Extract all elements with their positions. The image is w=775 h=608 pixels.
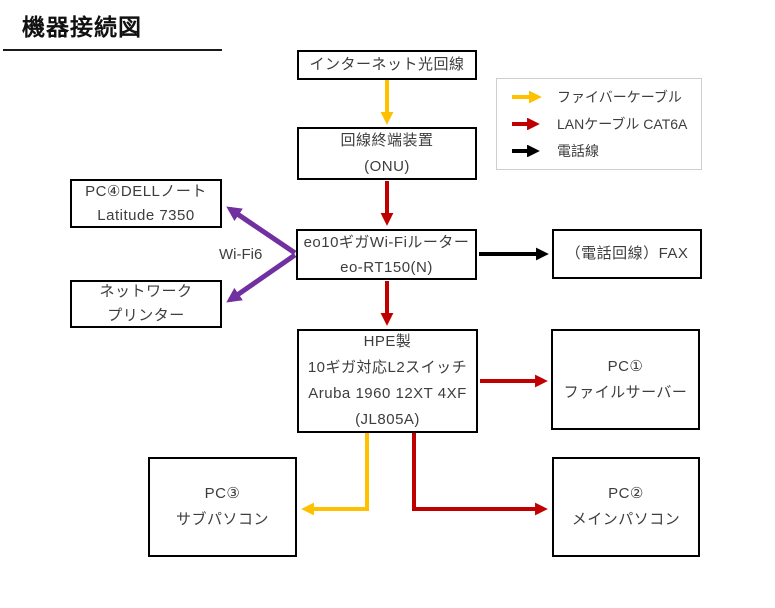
node-network-printer: ネットワーク プリンター xyxy=(70,280,222,328)
page-title: 機器接続図 xyxy=(22,14,142,40)
node-switch-part-number: (JL805A) xyxy=(355,411,420,428)
node-pc3-sublabel: サブパソコン xyxy=(175,511,269,528)
fiber-cable-arrow-icon xyxy=(512,91,542,103)
node-onu-sublabel: (ONU) xyxy=(364,157,410,175)
node-fax-label: （電話回線）FAX xyxy=(565,245,689,262)
node-pc1-sublabel: ファイルサーバー xyxy=(563,383,688,401)
node-switch-model: Aruba 1960 12XT 4XF xyxy=(308,385,467,402)
legend-label: 電話線 xyxy=(557,143,599,159)
node-pc4-label: PC④DELLノート xyxy=(85,182,207,200)
node-onu-label: 回線終端装置 xyxy=(340,131,434,149)
legend-label: LANケーブル CAT6A xyxy=(557,116,688,132)
legend-item-phone-line: 電話線 xyxy=(510,139,701,163)
wifi-arrow-router-to-printer xyxy=(226,252,297,303)
node-router-label: eo10ギガWi-Fiルーター xyxy=(303,233,470,251)
legend-item-fiber-cable: ファイバーケーブル xyxy=(510,85,701,109)
node-pc3-label: PC③ xyxy=(204,485,241,502)
node-router-sublabel: eo-RT150(N) xyxy=(340,258,433,276)
lan-arrow-switch-to-pc2 xyxy=(412,433,548,516)
node-internet-label: インターネット光回線 xyxy=(309,56,465,73)
node-onu: 回線終端装置 (ONU) xyxy=(297,127,477,180)
node-switch-label: HPE製 xyxy=(363,333,412,350)
node-pc3-sub-pc: PC③ サブパソコン xyxy=(148,457,297,557)
phone-line-arrow-icon xyxy=(512,145,540,157)
node-fax: （電話回線）FAX xyxy=(552,229,702,279)
node-printer-sublabel: プリンター xyxy=(107,307,185,324)
wifi-arrow-router-to-pc4 xyxy=(226,206,297,256)
node-pc4-sublabel: Latitude 7350 xyxy=(97,206,195,224)
node-switch-sublabel: 10ギガ対応L2スイッチ xyxy=(307,359,468,376)
node-pc2-label: PC② xyxy=(608,485,644,502)
node-pc1-label: PC① xyxy=(607,357,644,375)
title-underline xyxy=(3,49,222,51)
node-pc2-sublabel: メインパソコン xyxy=(571,511,681,528)
node-pc1-file-server: PC① ファイルサーバー xyxy=(551,329,700,430)
legend-label: ファイバーケーブル xyxy=(557,89,682,105)
node-printer-label: ネットワーク xyxy=(99,283,193,300)
node-pc4-dell-laptop: PC④DELLノート Latitude 7350 xyxy=(70,179,222,228)
wifi6-label: Wi-Fi6 xyxy=(219,246,263,263)
legend-item-lan-cable: LANケーブル CAT6A xyxy=(510,112,701,136)
fiber-arrow-switch-to-pc3 xyxy=(301,433,369,516)
node-l2-switch: HPE製 10ギガ対応L2スイッチ Aruba 1960 12XT 4XF (J… xyxy=(297,329,478,433)
legend: ファイバーケーブル LANケーブル CAT6A 電話線 xyxy=(496,78,702,170)
node-wifi-router: eo10ギガWi-Fiルーター eo-RT150(N) xyxy=(296,229,477,280)
node-internet-line: インターネット光回線 xyxy=(297,50,477,80)
node-pc2-main-pc: PC② メインパソコン xyxy=(552,457,700,557)
lan-cable-arrow-icon xyxy=(512,118,540,130)
